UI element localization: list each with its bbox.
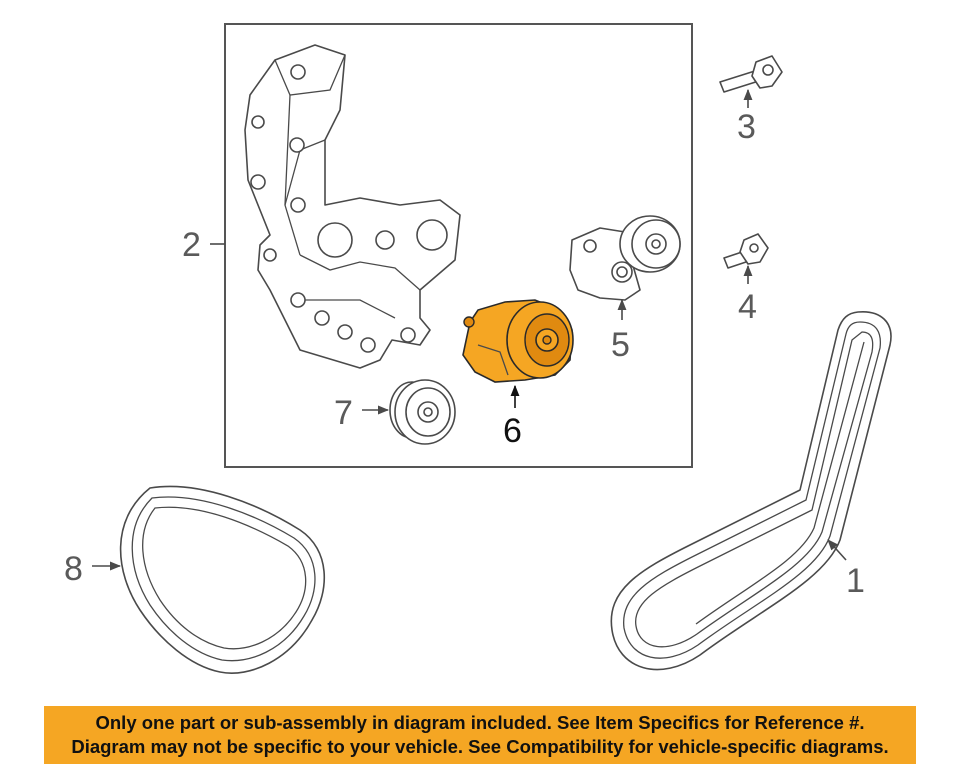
callout-7: 7 xyxy=(334,394,353,432)
part-3-bolt[interactable] xyxy=(719,55,783,93)
callout-4: 4 xyxy=(738,288,757,326)
parts-diagram: 2 3 4 5 6 xyxy=(64,23,892,674)
disclaimer-line-2: Diagram may not be specific to your vehi… xyxy=(71,736,889,757)
part-1-drive-belt[interactable] xyxy=(610,311,892,671)
disclaimer-line-1: Only one part or sub-assembly in diagram… xyxy=(95,712,865,733)
callout-2: 2 xyxy=(182,226,201,264)
callout-6: 6 xyxy=(503,412,522,450)
disclaimer-banner: Only one part or sub-assembly in diagram… xyxy=(44,706,916,764)
part-2-bracket[interactable] xyxy=(244,44,461,369)
subassembly-frame xyxy=(224,23,693,468)
part-7-idler-pulley[interactable] xyxy=(389,379,456,445)
callout-5: 5 xyxy=(611,326,630,364)
callout-8: 8 xyxy=(64,550,83,588)
part-8-short-belt[interactable] xyxy=(119,485,326,674)
part-5-tensioner[interactable] xyxy=(569,215,681,301)
callout-3: 3 xyxy=(737,108,756,146)
callout-1: 1 xyxy=(846,562,865,600)
part-4-bolt[interactable] xyxy=(723,233,769,269)
part-6-pulley-highlighted[interactable] xyxy=(462,299,574,383)
